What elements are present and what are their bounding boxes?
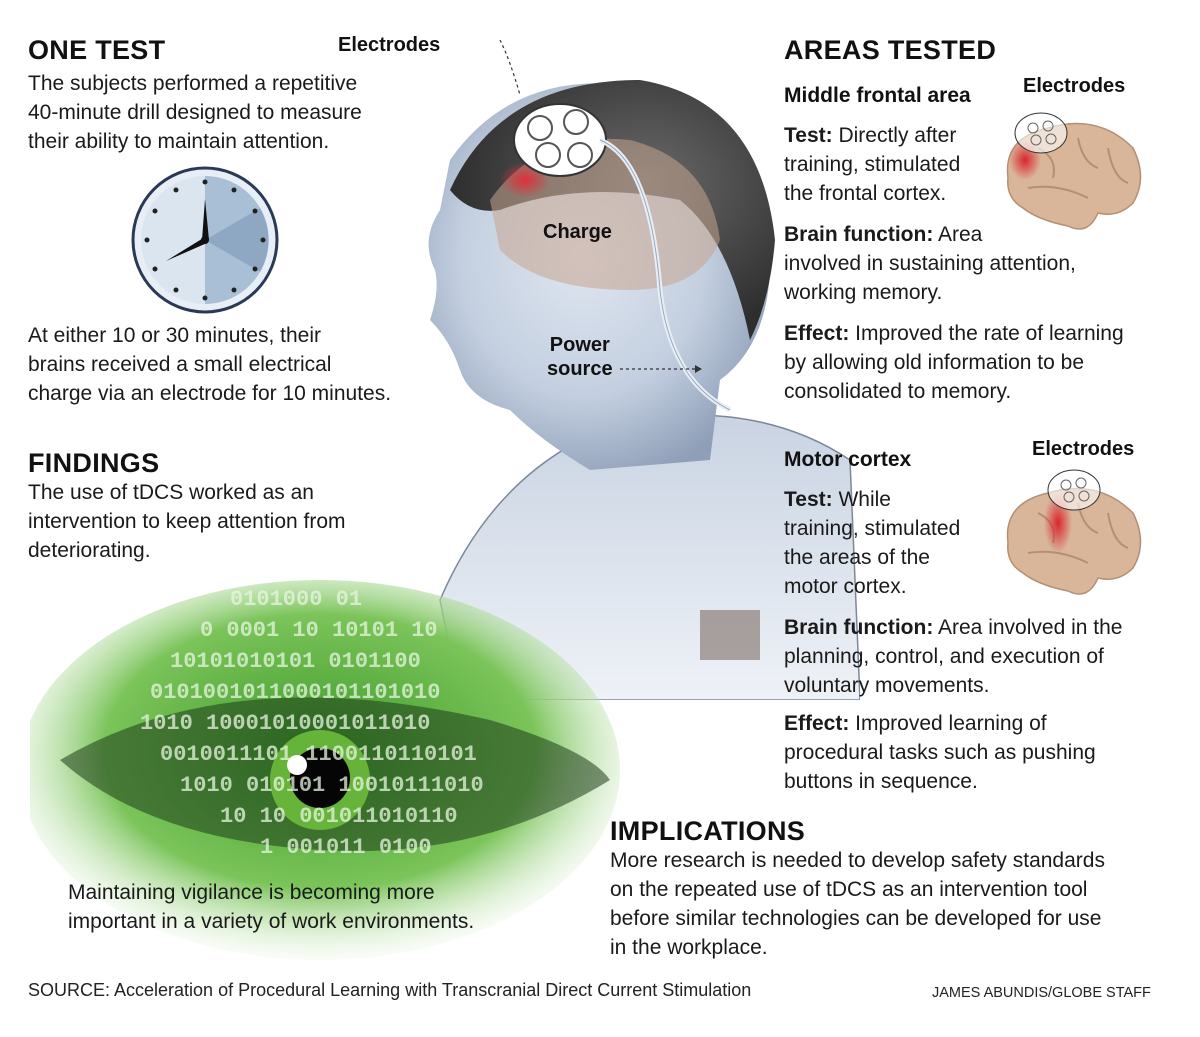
implications-heading: IMPLICATIONS (610, 816, 806, 846)
findings-text: The use of tDCS worked as an interventio… (28, 478, 346, 565)
text-line: on the repeated use of tDCS as an interv… (610, 878, 1088, 901)
text-line: Brain function: Area (784, 220, 1076, 249)
text-line: Effect: Improved the rate of learning (784, 319, 1124, 348)
eye-highlight (287, 755, 307, 775)
binary-text-line: 1010 010101 10010111010 (180, 773, 484, 798)
text-line: working memory. (784, 281, 943, 304)
binary-text-line: 0010011101 1100110110101 (160, 742, 477, 767)
brain-motor-icon (1006, 469, 1142, 595)
soldier-head-illustration (428, 40, 860, 700)
text-line: involved in sustaining attention, (784, 252, 1076, 275)
text-line: Maintaining vigilance is becoming more (68, 881, 435, 904)
middle-frontal-title: Middle frontal area (784, 84, 971, 107)
text-line: the frontal cortex. (784, 182, 947, 205)
text-line: source (547, 358, 613, 380)
text-line: The subjects performed a repetitive (28, 72, 358, 95)
binary-text-line: 10 10 001011010110 (220, 804, 458, 829)
text-line: At either 10 or 30 minutes, their (28, 324, 321, 347)
text-line: the areas of the (784, 546, 930, 569)
text-line: Test: Directly after (784, 121, 960, 150)
implications-text: More research is needed to develop safet… (610, 846, 1105, 962)
areas-tested-heading: AREAS TESTED (784, 35, 997, 65)
one-test-intro: The subjects performed a repetitive 40-m… (28, 69, 362, 156)
middle-frontal-function: Brain function: Area involved in sustain… (784, 220, 1076, 307)
one-test-heading: ONE TEST (28, 35, 166, 65)
middle-frontal-effect: Effect: Improved the rate of learning by… (784, 319, 1124, 406)
text-line: before similar technologies can be devel… (610, 907, 1102, 930)
text-line: training, stimulated (784, 517, 961, 540)
text: Area involved in the (933, 616, 1123, 639)
minute-hand (202, 199, 209, 240)
text-line: procedural tasks such as pushing (784, 741, 1096, 764)
text-line: by allowing old information to be (784, 351, 1085, 374)
binary-text-line: 0 0001 10 10101 10 (200, 618, 438, 643)
test-label: Test: (784, 488, 833, 511)
hour-hand (166, 237, 207, 261)
text-line: charge via an electrode for 10 minutes. (28, 382, 392, 405)
test-label: Test: (784, 124, 833, 147)
source-note: SOURCE: Acceleration of Procedural Learn… (28, 980, 752, 1000)
text-line: Brain function: Area involved in the (784, 613, 1122, 642)
text: While (832, 488, 891, 511)
text-line: Test: While (784, 485, 960, 514)
findings-heading: FINDINGS (28, 448, 160, 478)
flag-patch (700, 610, 760, 660)
text-line: in the workplace. (610, 936, 768, 959)
binary-text-line: 10101010101 0101100 (170, 649, 421, 674)
eye-illustration: 0101000 01 0 0001 10 10101 10 10101010101 … (30, 580, 620, 960)
text-line: their ability to maintain attention. (28, 130, 330, 153)
electrode-pad (513, 103, 607, 177)
brain-frontal-icon (1006, 112, 1142, 230)
effect-label: Effect: (784, 322, 850, 345)
charge-label: Charge (543, 221, 612, 243)
text-line: Effect: Improved learning of (784, 709, 1096, 738)
middle-frontal-test: Test: Directly after training, stimulate… (784, 121, 960, 208)
text-line: important in a variety of work environme… (68, 910, 475, 933)
text-line: Power (549, 334, 610, 356)
text: Area (933, 223, 983, 246)
text-line: planning, control, and execution of (784, 645, 1104, 668)
eye-caption: Maintaining vigilance is becoming more i… (68, 878, 474, 936)
binary-text-line: 1 001011 0100 (260, 835, 432, 860)
text: Directly after (832, 124, 957, 147)
electrodes-label: Electrodes (338, 34, 441, 56)
text-line: brains received a small electrical (28, 353, 332, 376)
text-line: motor cortex. (784, 575, 907, 598)
binary-text-line: 0101001011000101101010 (150, 680, 440, 705)
text-line: More research is needed to develop safet… (610, 849, 1105, 872)
motor-function: Brain function: Area involved in the pla… (784, 613, 1122, 700)
text-line: consolidated to memory. (784, 380, 1012, 403)
power-source-label: Power source (547, 333, 613, 381)
effect-label: Effect: (784, 712, 850, 735)
motor-cortex-title: Motor cortex (784, 448, 912, 471)
motor-electrodes-label: Electrodes (1032, 438, 1135, 460)
text: Improved learning of (849, 712, 1047, 735)
binary-text-line: 1010 10001010001011010 (140, 711, 430, 736)
credit: JAMES ABUNDIS/GLOBE STAFF (932, 985, 1151, 1001)
motor-effect: Effect: Improved learning of procedural … (784, 709, 1096, 796)
text-line: The use of tDCS worked as an (28, 481, 314, 504)
function-label: Brain function: (784, 616, 934, 639)
text-line: training, stimulated (784, 153, 961, 176)
text-line: 40-minute drill designed to measure (28, 101, 362, 124)
text-line: intervention to keep attention from (28, 510, 346, 533)
text: Improved the rate of learning (849, 322, 1124, 345)
clock-icon (131, 166, 279, 314)
function-label: Brain function: (784, 223, 934, 246)
text-line: voluntary movements. (784, 674, 990, 697)
binary-text-line: 0101000 01 (230, 587, 362, 612)
middle-frontal-electrodes-label: Electrodes (1023, 75, 1126, 97)
text-line: deteriorating. (28, 539, 151, 562)
text-line: buttons in sequence. (784, 770, 978, 793)
one-test-charge: At either 10 or 30 minutes, their brains… (28, 321, 391, 408)
motor-test: Test: While training, stimulated the are… (784, 485, 960, 601)
